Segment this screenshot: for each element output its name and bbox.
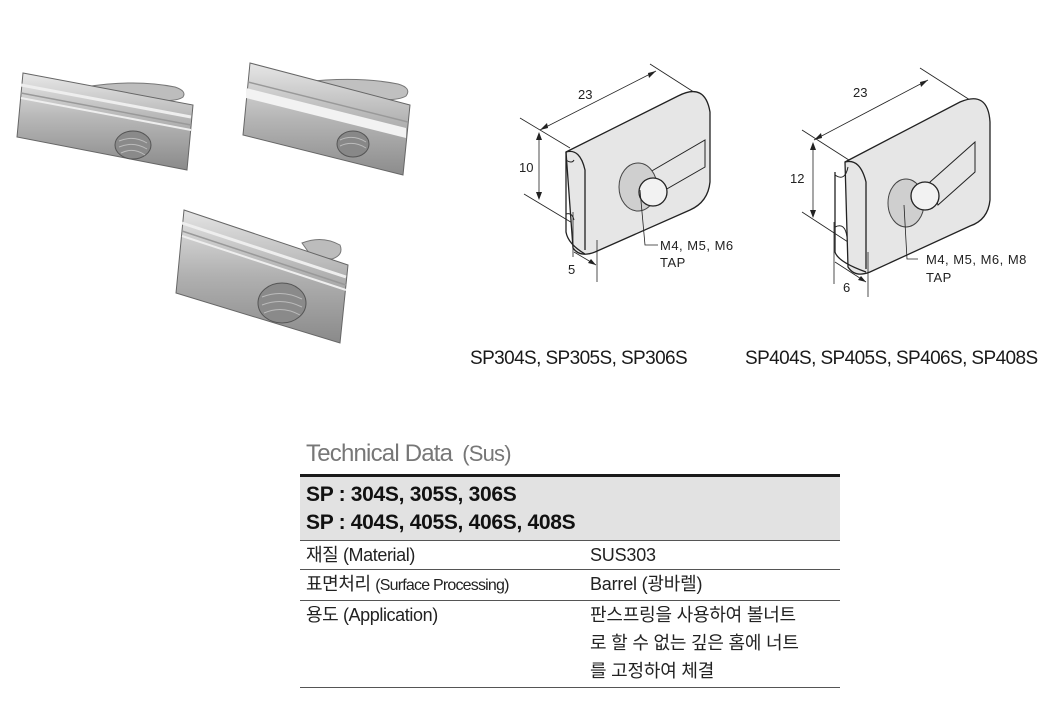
row-key-en: (Material) [342,545,415,565]
row-key-ko: 표면처리 [306,574,371,594]
row-key-en: (Application) [342,605,438,625]
table-row-material: 재질 (Material) SUS303 [300,541,840,570]
tap-sizes: M4, M5, M6, M8 [926,252,1027,267]
tap-label: TAP [660,255,686,270]
row-value-line-1: 판스프링을 사용하여 볼너트 [590,605,796,625]
table-row-application: 용도 (Application) 판스프링을 사용하여 볼너트 로 할 수 없는… [300,601,840,688]
tap-sizes: M4, M5, M6 [660,238,734,253]
dimension-drawing-sp300: 23 10 M4, M5, M6 TAP 5 [510,62,760,287]
tnut-photo-3 [172,205,357,345]
dim-height: 12 [790,171,804,186]
technical-data-title: Technical Data (Sus) [306,440,512,468]
dim-width: 6 [843,280,850,295]
row-value-line-2: 로 할 수 없는 깊은 홈에 너트 [590,633,799,653]
row-value: SUS303 [590,545,656,565]
caption-sp300-series: SP304S, SP305S, SP306S [470,348,688,369]
header-line-sp400: SP : 404S, 405S, 406S, 408S [306,511,576,534]
row-key-ko: 용도 [306,605,339,625]
caption-sp400-series: SP404S, SP405S, SP406S, SP408S [745,348,1038,369]
table-row-surface: 표면처리 (Surface Processing) Barrel (광바렐) [300,570,840,601]
tnut-photo-1 [15,65,195,180]
tap-label: TAP [926,270,952,285]
dim-width: 5 [568,262,575,277]
tnut-photo-2 [238,60,413,180]
row-value-line-3: 를 고정하여 체결 [590,661,715,681]
dim-length: 23 [853,85,867,100]
dim-length: 23 [578,87,592,102]
header-line-sp300: SP : 304S, 305S, 306S [306,483,517,506]
dimension-drawing-sp400: 23 12 M4, M5, M6, M8 TAP 6 [790,62,1063,302]
technical-data-subtitle: (Sus) [462,441,511,466]
row-key-ko: 재질 [306,545,339,565]
dim-height: 10 [519,160,533,175]
row-key-en: (Surface Processing) [375,577,509,594]
table-header: SP : 304S, 305S, 306S SP : 404S, 405S, 4… [300,474,840,541]
row-value: Barrel (광바렐) [590,574,703,594]
technical-data-table: SP : 304S, 305S, 306S SP : 404S, 405S, 4… [300,474,840,688]
technical-data-title-text: Technical Data [306,440,453,467]
